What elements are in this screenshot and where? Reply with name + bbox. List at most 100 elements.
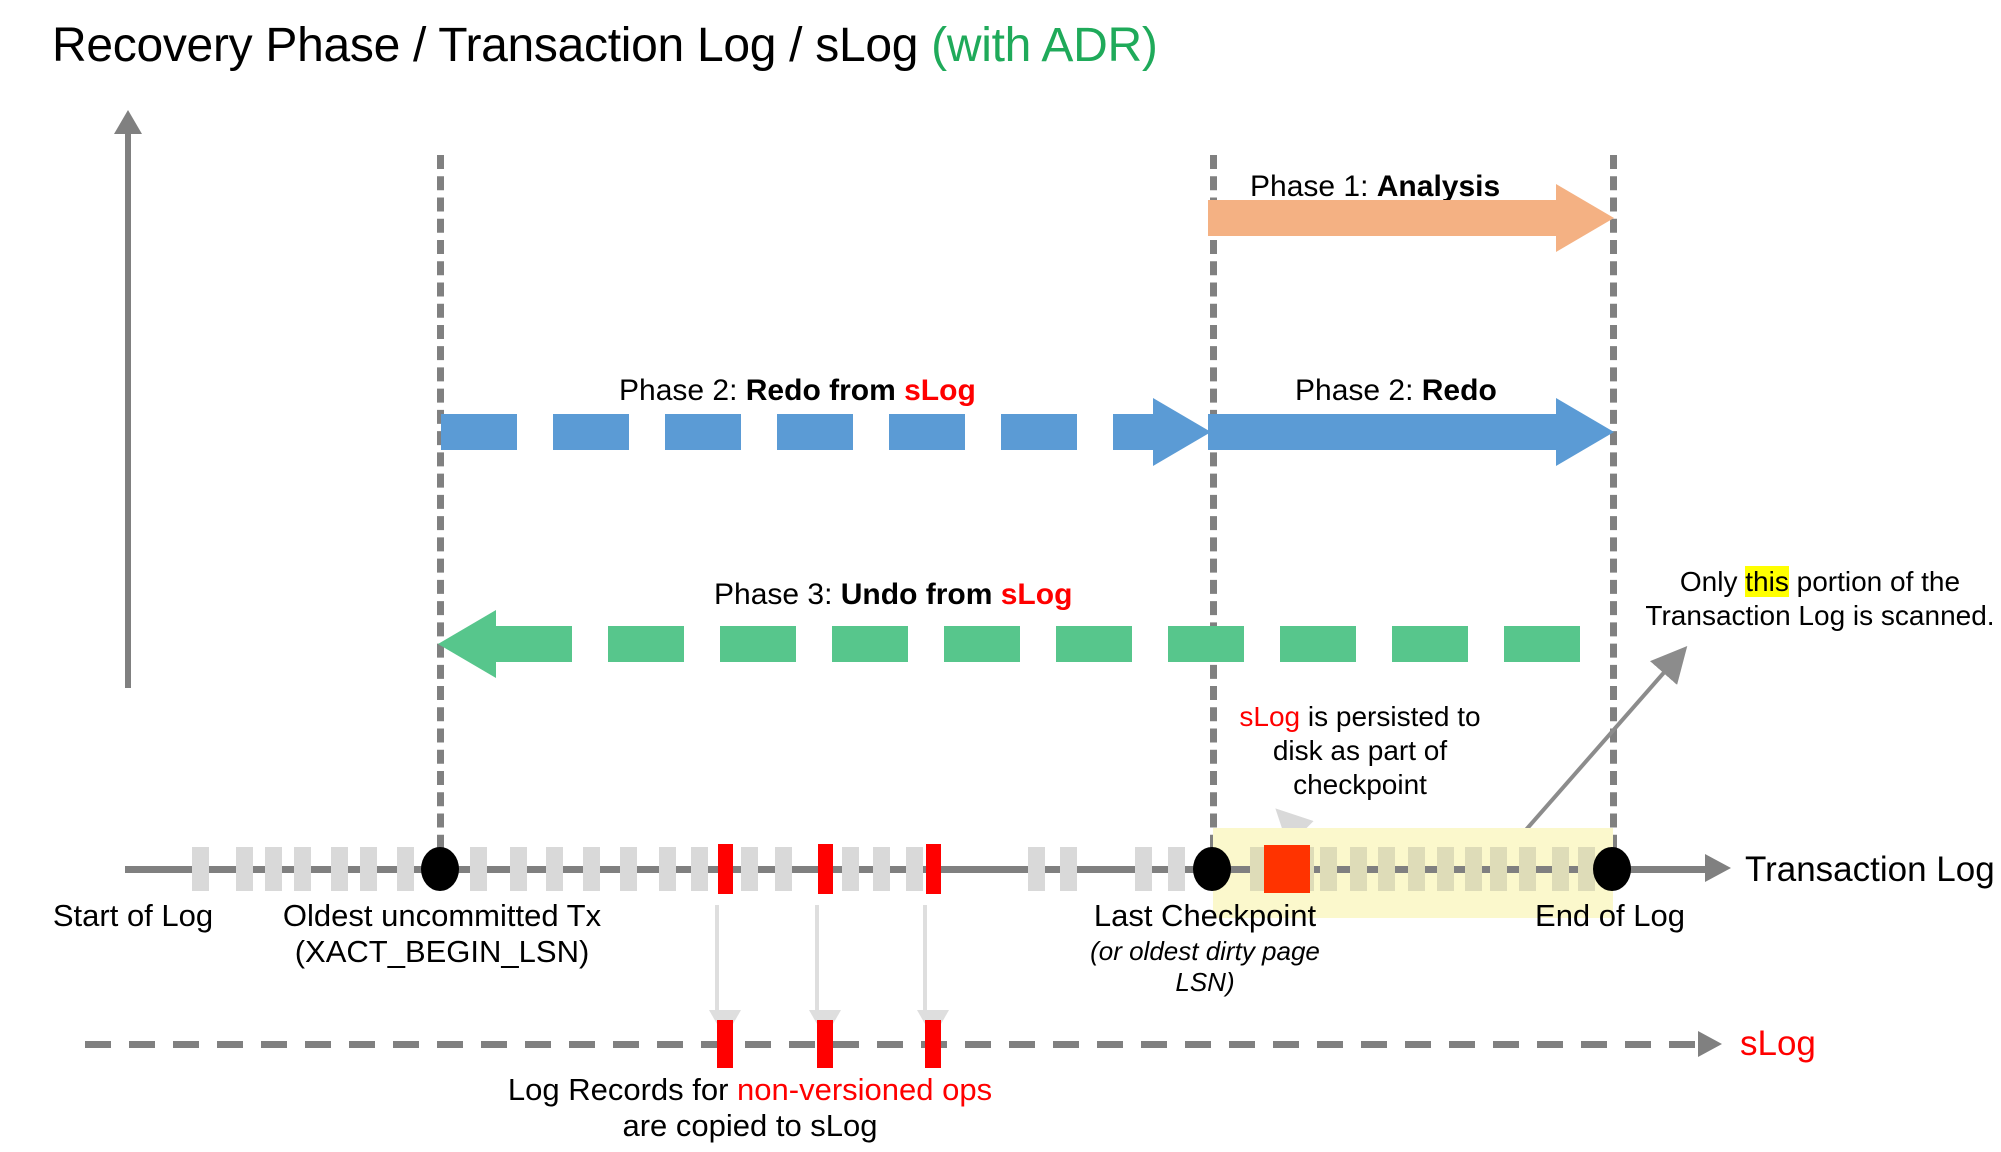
log-block xyxy=(1320,847,1337,891)
phase-2b-name: Redo xyxy=(1421,374,1497,407)
phase-3-name: Undo from xyxy=(840,578,1001,611)
oldest-uncommitted-tx-marker xyxy=(421,847,459,891)
transaction-log-arrowhead-icon xyxy=(1705,854,1731,882)
title-main: Recovery Phase / Transaction Log / sLog xyxy=(52,19,932,72)
note-slogcopy-l2: are copied to sLog xyxy=(622,1108,878,1143)
log-block xyxy=(691,847,708,891)
log-block xyxy=(360,847,377,891)
note-slogcopy-l1a: Log Records for xyxy=(507,1072,738,1107)
label-start-of-log: Start of Log xyxy=(52,898,214,933)
note-checkpoint-l2: disk as part of xyxy=(1272,735,1448,767)
nonversioned-log-record xyxy=(818,844,833,894)
copy-arrow-stem xyxy=(715,905,719,1012)
note-scanned-portion: Only this portion of the Transaction Log… xyxy=(1640,565,2000,633)
phase-2b-arrow xyxy=(1208,398,1614,466)
log-block xyxy=(1028,847,1045,891)
guide-line-oldest-tx xyxy=(437,155,444,870)
note-checkpoint-l1: is persisted to xyxy=(1300,701,1481,732)
label-last-checkpoint-sub: (or oldest dirty page LSN) xyxy=(1055,936,1355,998)
log-block xyxy=(1250,847,1267,891)
label-oldest-tx-l1: Oldest uncommitted Tx xyxy=(282,898,602,933)
guide-line-checkpoint xyxy=(1210,155,1217,870)
phase-2b-prefix: Phase 2: xyxy=(1295,374,1422,407)
nonversioned-log-record xyxy=(926,844,941,894)
log-block xyxy=(906,847,923,891)
log-block xyxy=(1437,847,1454,891)
note-scanned-l1b: portion of the xyxy=(1788,566,1961,597)
log-block xyxy=(470,847,487,891)
phase-2a-arrowhead-icon xyxy=(1153,398,1211,466)
log-block xyxy=(1408,847,1425,891)
log-block xyxy=(1552,847,1569,891)
note-scanned-l2: Transaction Log is scanned. xyxy=(1645,600,1995,632)
phase-1-arrow-shaft xyxy=(1208,200,1558,236)
note-slog-copy: Log Records for non-versioned ops are co… xyxy=(440,1072,1060,1144)
phase-3-arrow xyxy=(438,610,1613,678)
last-checkpoint-marker xyxy=(1193,847,1231,891)
label-last-checkpoint: Last Checkpoint xyxy=(1055,898,1355,934)
log-block xyxy=(1135,847,1152,891)
phase-2a-prefix: Phase 2: xyxy=(619,374,746,407)
log-block xyxy=(546,847,563,891)
log-block xyxy=(510,847,527,891)
phase-1-arrow xyxy=(1208,184,1614,252)
phase-2a-name-slog: sLog xyxy=(904,374,976,407)
title-adr-suffix: (with ADR) xyxy=(931,19,1158,72)
log-block xyxy=(1519,847,1536,891)
phase-2a-arrow xyxy=(441,398,1211,466)
log-block xyxy=(741,847,758,891)
phase-2a-arrow-shaft xyxy=(441,414,1153,450)
note-checkpoint-l3: checkpoint xyxy=(1293,769,1427,801)
log-block xyxy=(1490,847,1507,891)
copy-arrow-stem xyxy=(923,905,927,1012)
nonversioned-log-record xyxy=(718,844,733,894)
slog-axis-line xyxy=(85,1041,1700,1048)
log-block xyxy=(1578,847,1595,891)
slog-checkpoint-record xyxy=(1264,845,1310,893)
phase-1-arrowhead-icon xyxy=(1556,184,1614,252)
slog-axis-label: sLog xyxy=(1740,1024,1816,1063)
log-block xyxy=(192,847,209,891)
log-block xyxy=(294,847,311,891)
note-scanned-pointer-arrow xyxy=(1508,645,1688,850)
y-axis-line xyxy=(125,128,131,688)
log-block xyxy=(775,847,792,891)
note-slog-checkpoint: sLog is persisted to disk as part of che… xyxy=(1215,700,1505,802)
log-block xyxy=(1168,847,1185,891)
log-block xyxy=(397,847,414,891)
log-block xyxy=(236,847,253,891)
note-scanned-l1a: Only xyxy=(1679,566,1746,597)
phase-2a-name: Redo from xyxy=(745,374,905,407)
page-title: Recovery Phase / Transaction Log / sLog … xyxy=(52,18,1158,73)
log-block xyxy=(583,847,600,891)
label-last-checkpoint-main: Last Checkpoint xyxy=(1093,898,1317,933)
slog-record xyxy=(717,1020,733,1068)
note-checkpoint-slog: sLog xyxy=(1239,701,1301,732)
log-block xyxy=(620,847,637,891)
phase-2b-arrow-shaft xyxy=(1208,414,1558,450)
log-block xyxy=(1378,847,1395,891)
log-block xyxy=(873,847,890,891)
log-block xyxy=(265,847,282,891)
phase-1-prefix: Phase 1: xyxy=(1250,170,1377,203)
phase-2b-arrowhead-icon xyxy=(1556,398,1614,466)
label-checkpoint-sub1: (or oldest dirty page xyxy=(1090,936,1320,966)
copy-arrow-stem xyxy=(815,905,819,1012)
phase-3-prefix: Phase 3: xyxy=(714,578,841,611)
slog-record xyxy=(817,1020,833,1068)
note-scanned-highlight: this xyxy=(1745,566,1789,597)
transaction-log-axis-label: Transaction Log xyxy=(1745,850,1995,889)
phase-2b-label: Phase 2: Redo xyxy=(1295,374,1497,408)
label-oldest-tx-l2: (XACT_BEGIN_LSN) xyxy=(294,934,590,969)
end-of-log-marker xyxy=(1593,847,1631,891)
log-block xyxy=(1350,847,1367,891)
phase-1-name: Analysis xyxy=(1376,170,1501,203)
phase-1-label: Phase 1: Analysis xyxy=(1250,170,1500,204)
log-block xyxy=(842,847,859,891)
phase-3-arrowhead-icon xyxy=(438,610,496,678)
note-slogcopy-l1-red: non-versioned ops xyxy=(737,1072,993,1107)
label-oldest-uncommitted-tx: Oldest uncommitted Tx (XACT_BEGIN_LSN) xyxy=(262,898,622,970)
log-block xyxy=(659,847,676,891)
slog-record xyxy=(925,1020,941,1068)
